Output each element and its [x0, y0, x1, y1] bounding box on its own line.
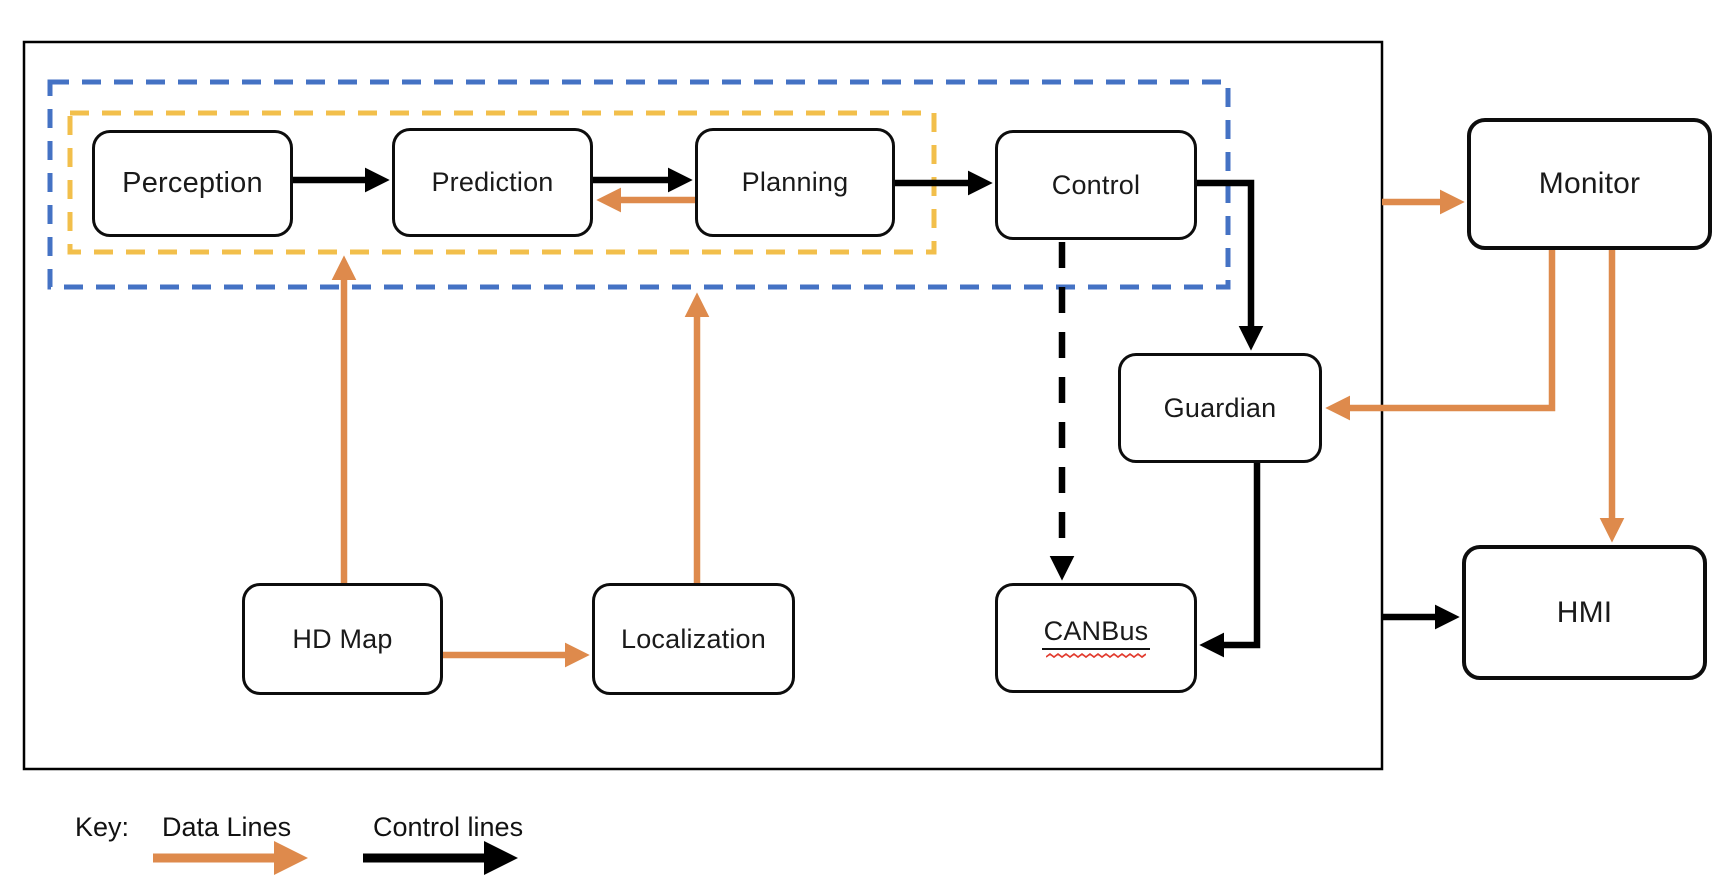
- legend-data-lines-label: Data Lines: [162, 812, 292, 842]
- node-localization: Localization: [592, 583, 795, 695]
- node-localization-label: Localization: [621, 623, 766, 654]
- node-canbus: CANBus: [995, 583, 1197, 693]
- node-control-label: Control: [1051, 169, 1141, 200]
- arrow-monitor-to-guardian: [1325, 250, 1556, 421]
- node-perception: Perception: [92, 130, 293, 237]
- node-planning: Planning: [695, 128, 895, 237]
- legend-control-lines-label: Control lines: [373, 812, 524, 842]
- node-prediction: Prediction: [392, 128, 593, 237]
- node-planning-label: Planning: [741, 167, 849, 197]
- node-guardian: Guardian: [1118, 353, 1322, 463]
- arrow-control-to-guardian: [1197, 179, 1264, 351]
- legend-key-label: Key:: [75, 812, 130, 842]
- node-guardian-label: Guardian: [1163, 392, 1277, 423]
- node-hmi: HMI: [1462, 545, 1707, 680]
- spellcheck-squiggle-icon: [1046, 652, 1146, 658]
- arrow-guardian-to-canbus: [1199, 463, 1261, 658]
- node-canbus-label: CANBus: [1041, 616, 1151, 650]
- node-prediction-label: Prediction: [431, 167, 554, 197]
- node-control: Control: [995, 130, 1197, 240]
- node-monitor-label: Monitor: [1538, 167, 1641, 200]
- node-hmi-label: HMI: [1556, 595, 1613, 629]
- node-hdmap-label: HD Map: [292, 623, 393, 654]
- node-monitor: Monitor: [1467, 118, 1712, 250]
- node-hdmap: HD Map: [242, 583, 443, 695]
- node-perception-label: Perception: [122, 167, 263, 199]
